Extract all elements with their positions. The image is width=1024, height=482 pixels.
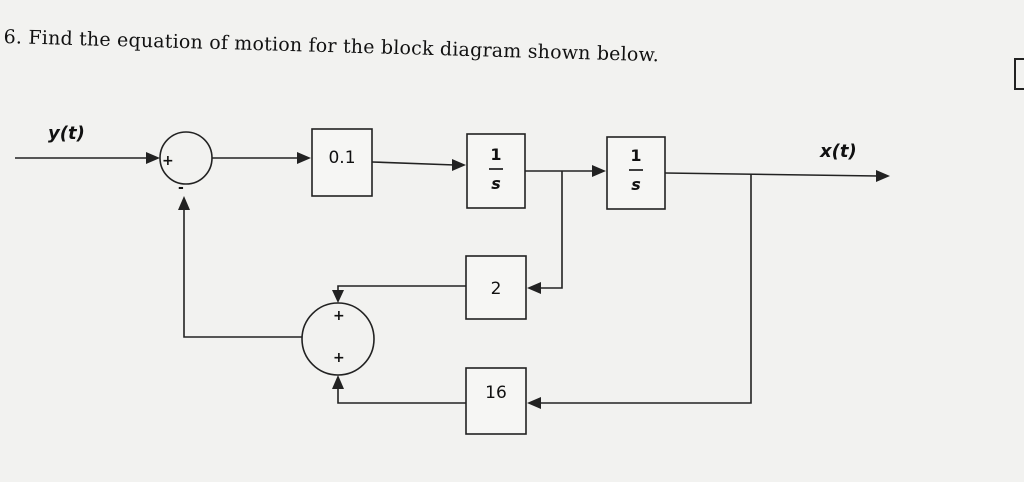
integrator2-denominator: s	[631, 175, 641, 194]
branch-to-gain16	[540, 174, 752, 404]
integrator1-numerator: 1	[490, 145, 501, 164]
line-gain16-to-summer2	[337, 386, 466, 404]
summer2-plus-bottom: +	[333, 350, 345, 366]
arrow-into-integrator1	[452, 159, 466, 171]
feedback-gain-2-block	[465, 255, 527, 320]
summing-junction-2	[301, 302, 375, 376]
output-signal-label: x(t)	[819, 141, 857, 162]
output-arrowhead	[876, 170, 890, 182]
feedback-gain-16-block	[465, 367, 527, 435]
integrator2-numerator: 1	[630, 146, 641, 165]
line-gain2-to-summer2	[337, 285, 466, 292]
integrator-block-2	[606, 136, 666, 210]
input-signal-label: y(t)	[48, 123, 85, 144]
arrow-into-gain	[297, 152, 311, 164]
feedback-gain-2-value: 2	[491, 279, 502, 299]
arrow-into-summer2-bottom	[332, 375, 344, 389]
branch-to-gain2	[540, 171, 563, 289]
gain-value: 0.1	[328, 148, 355, 168]
page-edge-bracket	[1014, 58, 1024, 90]
gain-block	[311, 128, 373, 197]
output-line	[664, 172, 879, 177]
summer2-plus-top: +	[333, 308, 345, 324]
arrow-into-summer1-bottom	[178, 196, 190, 210]
arrow-into-integrator2	[592, 165, 606, 177]
integrator-block-1	[466, 133, 526, 209]
input-arrowhead	[146, 152, 160, 164]
arrow-into-summer2-top	[332, 290, 344, 303]
arrow-into-gain2	[527, 282, 541, 294]
integrator1-denominator: s	[491, 174, 501, 193]
line-gain-to-integrator1	[371, 161, 456, 166]
arrow-into-gain16	[527, 397, 541, 409]
line-summer2-to-summer1	[183, 210, 302, 338]
summer1-plus-sign: +	[162, 153, 174, 169]
summer1-minus-sign: -	[178, 180, 184, 196]
feedback-gain-16-value: 16	[485, 383, 507, 403]
